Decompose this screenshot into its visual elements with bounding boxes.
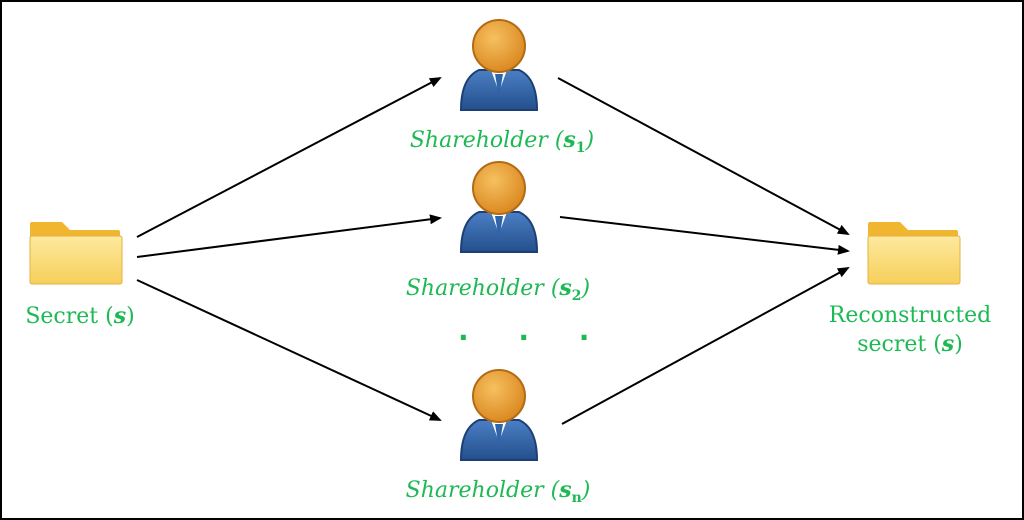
shareholder-n-label: Shareholder (sn)	[405, 477, 591, 506]
shareholder-n-subscript: n	[571, 490, 582, 506]
shareholder-2-subscript: 2	[571, 288, 582, 304]
shareholder-1-symbol: s	[563, 127, 576, 153]
shareholder-2-label: Shareholder (s2)	[405, 275, 591, 304]
shareholder-1-subscript: 1	[575, 140, 586, 156]
reconstructed-label: Reconstructed secret (s)	[820, 302, 1000, 359]
arrow-secret-to-shareholder-n	[136, 279, 442, 421]
folder-icon	[867, 222, 961, 285]
shareholder-2-label-text: Shareholder	[405, 276, 544, 301]
reconstructed-label-line2: secret (s)	[857, 331, 963, 357]
reconstructed-label-line1: Reconstructed	[828, 303, 992, 328]
person-icon	[459, 19, 539, 111]
shareholder-2-symbol: s	[559, 275, 572, 301]
secret-label: Secret (s)	[25, 303, 135, 329]
arrow-secret-to-shareholder-2	[136, 214, 442, 258]
shareholder-n-label-text: Shareholder	[405, 478, 544, 503]
ellipsis-text: · · ·	[458, 321, 610, 354]
reconstructed-label-line2-text: secret	[857, 332, 927, 357]
shareholder-1-label-text: Shareholder	[409, 128, 548, 153]
shareholder-n-symbol: s	[559, 477, 572, 503]
shareholder-1-label: Shareholder (s1)	[409, 127, 595, 156]
arrow-shareholder-1-to-reconstructed	[557, 77, 850, 235]
ellipsis: · · ·	[458, 324, 609, 352]
person-icon	[459, 369, 539, 461]
arrow-shareholder-2-to-reconstructed	[559, 216, 850, 255]
arrow-secret-to-shareholder-1	[136, 77, 442, 238]
reconstructed-symbol: s	[941, 331, 955, 357]
folder-icon	[29, 222, 123, 285]
arrow-shareholder-n-to-reconstructed	[561, 267, 850, 425]
secret-symbol: s	[113, 303, 127, 329]
person-icon	[459, 161, 539, 253]
secret-label-text: Secret	[25, 304, 99, 329]
